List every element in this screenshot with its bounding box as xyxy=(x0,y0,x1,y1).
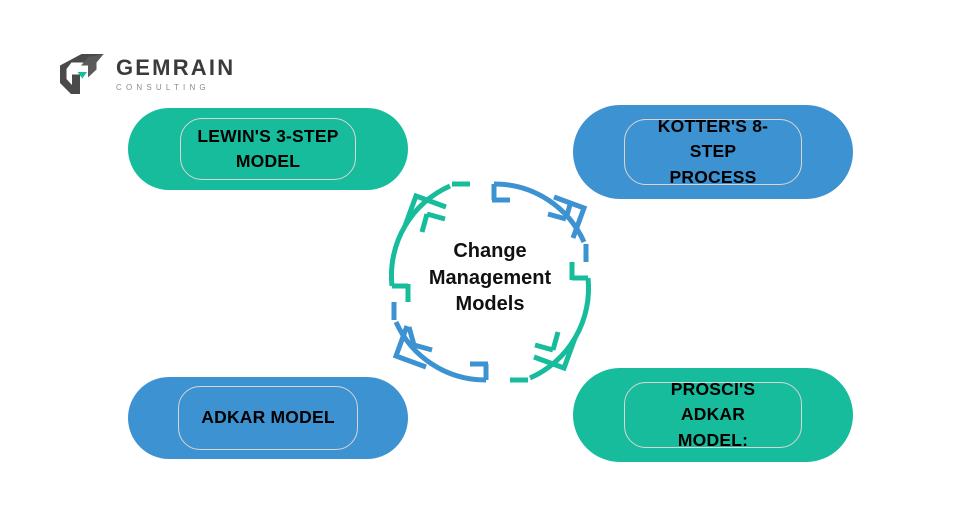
node-prosci-adkar-model[interactable]: PROSCI'S ADKAR MODEL: xyxy=(573,368,853,462)
node-prosci-inner-border: PROSCI'S ADKAR MODEL: xyxy=(624,379,802,450)
node-lewin-inner-border: LEWIN'S 3-STEP MODEL xyxy=(180,118,356,180)
brand-logo: GEMRAIN CONSULTING xyxy=(58,52,235,96)
node-adkar-inner-border: ADKAR MODEL xyxy=(178,386,358,450)
brand-logo-text: GEMRAIN CONSULTING xyxy=(116,56,235,91)
arrow-top-left xyxy=(388,181,470,302)
node-adkar-model[interactable]: ADKAR MODEL xyxy=(128,377,408,459)
node-lewin-label: LEWIN'S 3-STEP MODEL xyxy=(197,125,339,171)
change-cycle-graphic xyxy=(370,162,610,402)
node-kotter-8-step-process[interactable]: KOTTER'S 8-STEP PROCESS xyxy=(573,105,853,199)
cycle-arrows-svg xyxy=(388,181,592,383)
node-lewin-3-step-model[interactable]: LEWIN'S 3-STEP MODEL xyxy=(128,108,408,190)
node-adkar-label: ADKAR MODEL xyxy=(201,407,335,428)
cycle-center-label: Change Management Models xyxy=(428,240,552,316)
brand-tagline: CONSULTING xyxy=(116,82,210,92)
node-kotter-inner-border: KOTTER'S 8-STEP PROCESS xyxy=(624,116,802,187)
brand-name: GEMRAIN xyxy=(116,55,236,81)
arrow-top-right xyxy=(491,181,589,262)
arrow-bottom-right xyxy=(510,262,592,383)
node-prosci-label: PROSCI'S ADKAR MODEL: xyxy=(670,378,756,450)
node-kotter-label: KOTTER'S 8-STEP PROCESS xyxy=(657,115,769,187)
arrow-bottom-left xyxy=(391,302,489,383)
gemrain-g7-logo-icon xyxy=(60,54,104,94)
